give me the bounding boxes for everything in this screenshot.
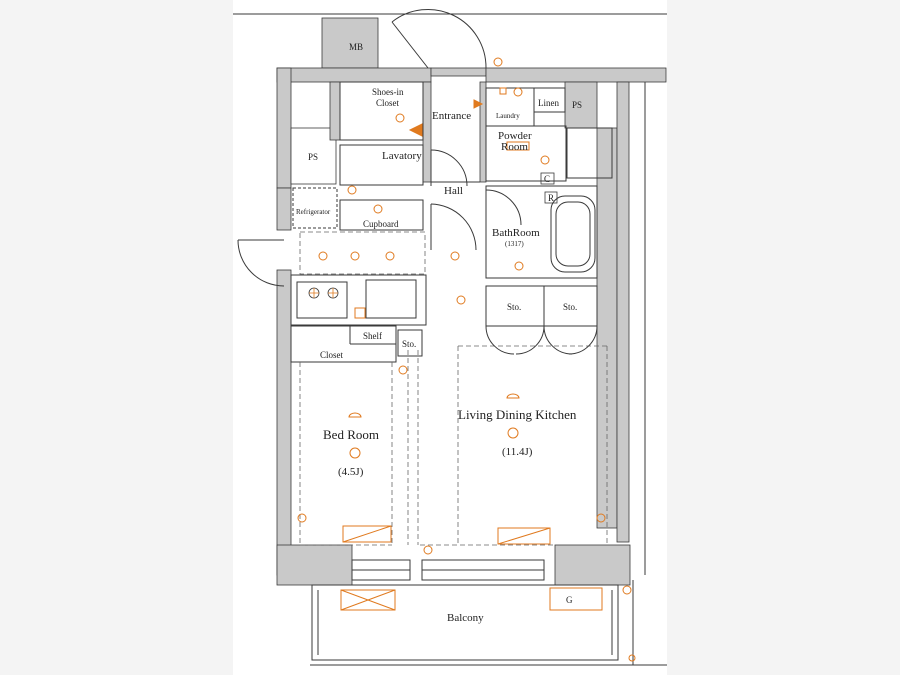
mb-label: MB [349,42,363,52]
balcony-label: Balcony [447,612,484,624]
bed-room-label: Bed Room [323,427,379,442]
lavatory-label: Lavatory [382,150,422,162]
walls [276,17,667,586]
hall-label: Hall [444,185,463,197]
door-swings [237,8,598,355]
closet-label: Closet [320,350,344,360]
room-outlines [290,81,619,661]
left-margin [0,0,233,675]
bathroom-size-label: (1317) [505,240,524,248]
cupboard-label: Cupboard [363,219,399,229]
entrance-label: Entrance [432,110,471,122]
electrical-fixtures [297,57,636,662]
ps-right-label: PS [572,100,582,110]
powder-room-label-line1: Powder [498,130,532,142]
storage-1-label: Sto. [507,302,521,312]
shoes-in-closet-label-line2: Closet [376,98,400,108]
storage-3-label: Sto. [402,339,416,349]
gas-meter-label: G [566,595,573,605]
bathroom-label: BathRoom [492,227,540,239]
ldk-size-label: (11.4J) [502,446,533,458]
laundry-label: Laundry [496,112,520,120]
marker-c-box [540,172,555,185]
ps-left-label: PS [308,152,318,162]
ldk-label: Living Dining Kitchen [458,407,577,422]
linen-label: Linen [538,98,559,108]
cooktop-burners [309,288,338,298]
shoes-in-closet-label-line1: Shoes-in [372,87,404,97]
marker-c-label: C [544,174,550,184]
right-margin [667,0,900,675]
powder-room-label-line2: Room [501,141,528,153]
marker-r-label: R [548,193,554,203]
storage-2-label: Sto. [563,302,577,312]
refrigerator-label: Refrigerator [296,208,331,216]
marker-r-box [544,191,558,204]
bed-room-size-label: (4.5J) [338,466,364,478]
dashed-lines [299,231,608,546]
shelf-label: Shelf [363,331,382,341]
